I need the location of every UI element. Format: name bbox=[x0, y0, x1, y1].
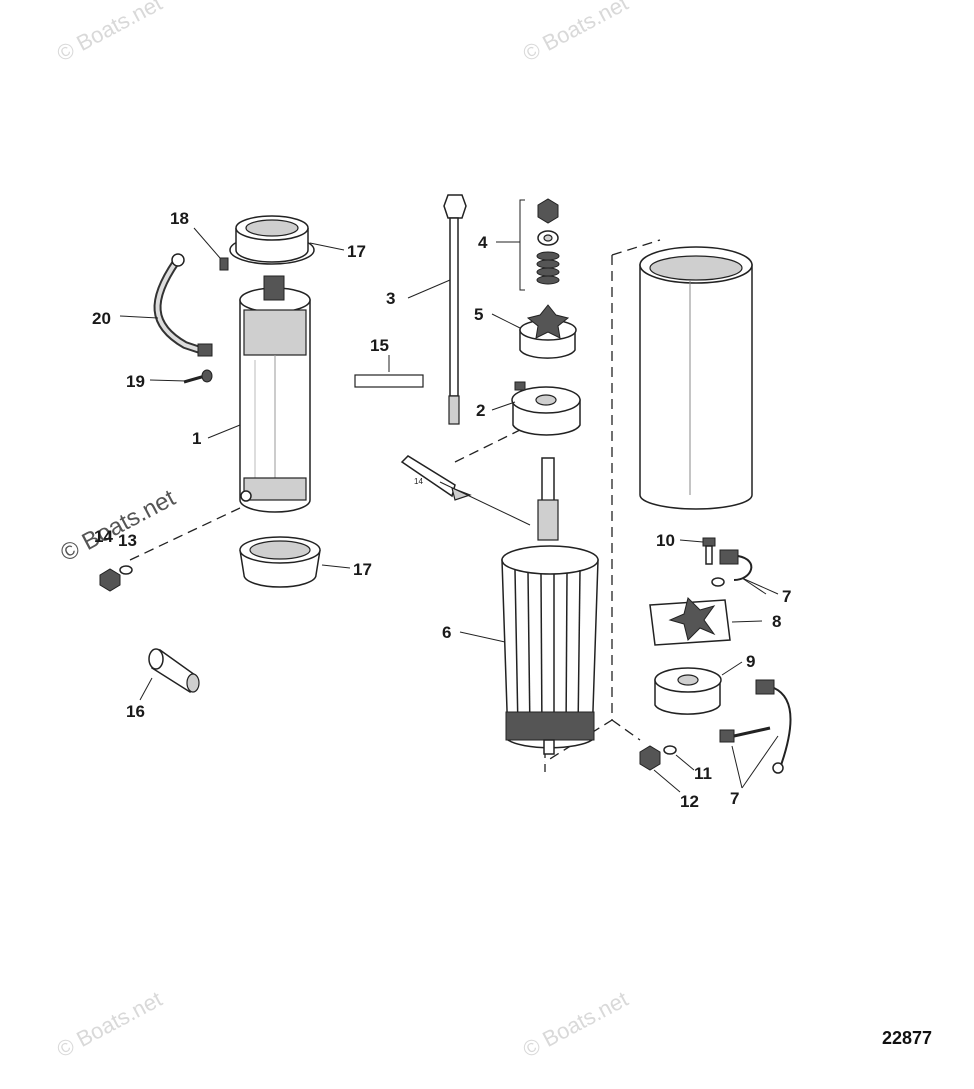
dash-line-left-bolt bbox=[129, 507, 241, 561]
callouts: 1 2 3 4 5 6 7 7 8 9 10 11 12 13 14 15 16… bbox=[92, 209, 791, 811]
callout-11: 11 bbox=[694, 764, 712, 783]
boot bbox=[148, 648, 200, 694]
callout-5: 5 bbox=[474, 305, 483, 324]
end-cap bbox=[654, 667, 722, 715]
motor-frame bbox=[639, 246, 753, 510]
starter-motor bbox=[239, 275, 311, 513]
callout-13: 13 bbox=[118, 531, 137, 550]
watermark-bottom-right: © Boats.net bbox=[519, 986, 633, 1062]
clip bbox=[219, 257, 229, 271]
callout-16: 16 bbox=[126, 702, 145, 721]
callout-10: 10 bbox=[656, 531, 675, 550]
callout-17-top: 17 bbox=[347, 242, 366, 261]
callout-6: 6 bbox=[442, 623, 451, 642]
callout-7-lower: 7 bbox=[730, 789, 739, 808]
screw bbox=[183, 369, 213, 384]
callout-2: 2 bbox=[476, 401, 485, 420]
dash-line-pinion bbox=[454, 420, 521, 463]
callout-12: 12 bbox=[680, 792, 699, 811]
callout-1: 1 bbox=[192, 429, 201, 448]
collar-bottom bbox=[239, 536, 321, 588]
figure-number: 22877 bbox=[882, 1028, 932, 1048]
callout-15: 15 bbox=[370, 336, 389, 355]
brush-screw bbox=[702, 537, 716, 565]
nut-and-washer bbox=[99, 565, 133, 592]
dash-line-housing-top bbox=[611, 239, 661, 256]
through-bolt bbox=[443, 194, 467, 425]
tube-label: 14 bbox=[414, 477, 423, 486]
callout-14: 14 bbox=[94, 527, 113, 546]
callout-4: 4 bbox=[478, 233, 488, 252]
leader-lines bbox=[119, 227, 779, 793]
callout-9: 9 bbox=[746, 652, 755, 671]
dash-line-bottom bbox=[611, 719, 641, 741]
watermark-top-right: © Boats.net bbox=[519, 0, 633, 66]
label-plate bbox=[354, 374, 424, 388]
collar-top bbox=[229, 215, 315, 265]
callout-17-bottom: 17 bbox=[353, 560, 372, 579]
drive-housing bbox=[511, 381, 581, 436]
starter-cable bbox=[153, 253, 213, 357]
watermark-bottom-left: © Boats.net bbox=[53, 986, 167, 1062]
pinion-hardware-stack bbox=[519, 198, 560, 291]
watermark-top-left: © Boats.net bbox=[53, 0, 167, 66]
brush-set-lower bbox=[719, 679, 792, 774]
callout-3: 3 bbox=[386, 289, 395, 308]
brush-plate bbox=[649, 597, 731, 646]
callout-19: 19 bbox=[126, 372, 145, 391]
end-nut-and-washer bbox=[639, 745, 677, 771]
lubricant-tube: 14 bbox=[400, 455, 472, 501]
callout-18: 18 bbox=[170, 209, 189, 228]
callout-20: 20 bbox=[92, 309, 111, 328]
brush-set-upper bbox=[711, 549, 753, 587]
pinion-gear bbox=[519, 304, 577, 359]
watermark-center: © Boats.net bbox=[56, 484, 180, 567]
callout-7-upper: 7 bbox=[782, 587, 791, 606]
callout-8: 8 bbox=[772, 612, 781, 631]
armature bbox=[501, 457, 599, 755]
